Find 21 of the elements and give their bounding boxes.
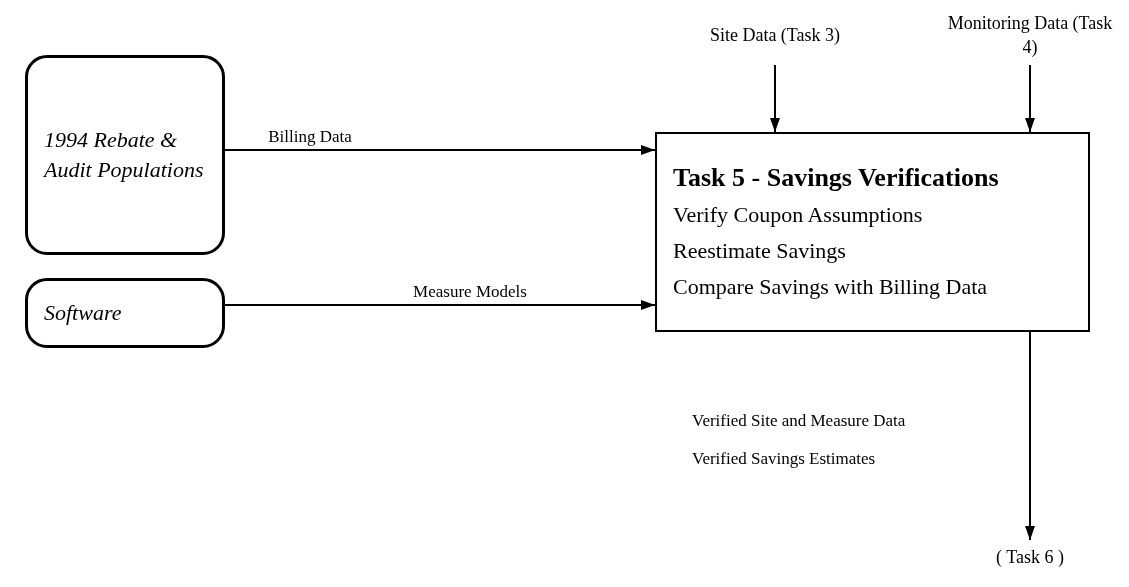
box-text: Verify Coupon Assumptions bbox=[673, 201, 924, 229]
arrow bbox=[1025, 331, 1035, 541]
node-text: Site Data (Task 3) bbox=[709, 24, 841, 47]
node-text: ( Task 6 ) bbox=[996, 546, 1064, 569]
rounded-box bbox=[25, 278, 225, 348]
box-heading: Task 5 - Savings Verifications bbox=[673, 162, 1000, 194]
arrow bbox=[1025, 64, 1035, 133]
output-label: Verified Site and Measure Data bbox=[692, 412, 906, 429]
node-text: Monitoring Data (Task 4) bbox=[946, 12, 1114, 59]
arrow bbox=[224, 300, 656, 310]
rounded-box bbox=[25, 55, 225, 255]
edge-label: Measure Models bbox=[411, 283, 529, 300]
process-box bbox=[655, 132, 1090, 332]
box-text: Software bbox=[44, 299, 123, 327]
arrow bbox=[770, 64, 780, 133]
arrow bbox=[224, 145, 656, 155]
box-text: Compare Savings with Billing Data bbox=[673, 273, 989, 301]
box-text: Reestimate Savings bbox=[673, 237, 847, 265]
box-text: 1994 Rebate & Audit Populations bbox=[44, 126, 205, 184]
edge-label: Billing Data bbox=[266, 128, 354, 145]
output-label: Verified Savings Estimates bbox=[692, 450, 876, 467]
